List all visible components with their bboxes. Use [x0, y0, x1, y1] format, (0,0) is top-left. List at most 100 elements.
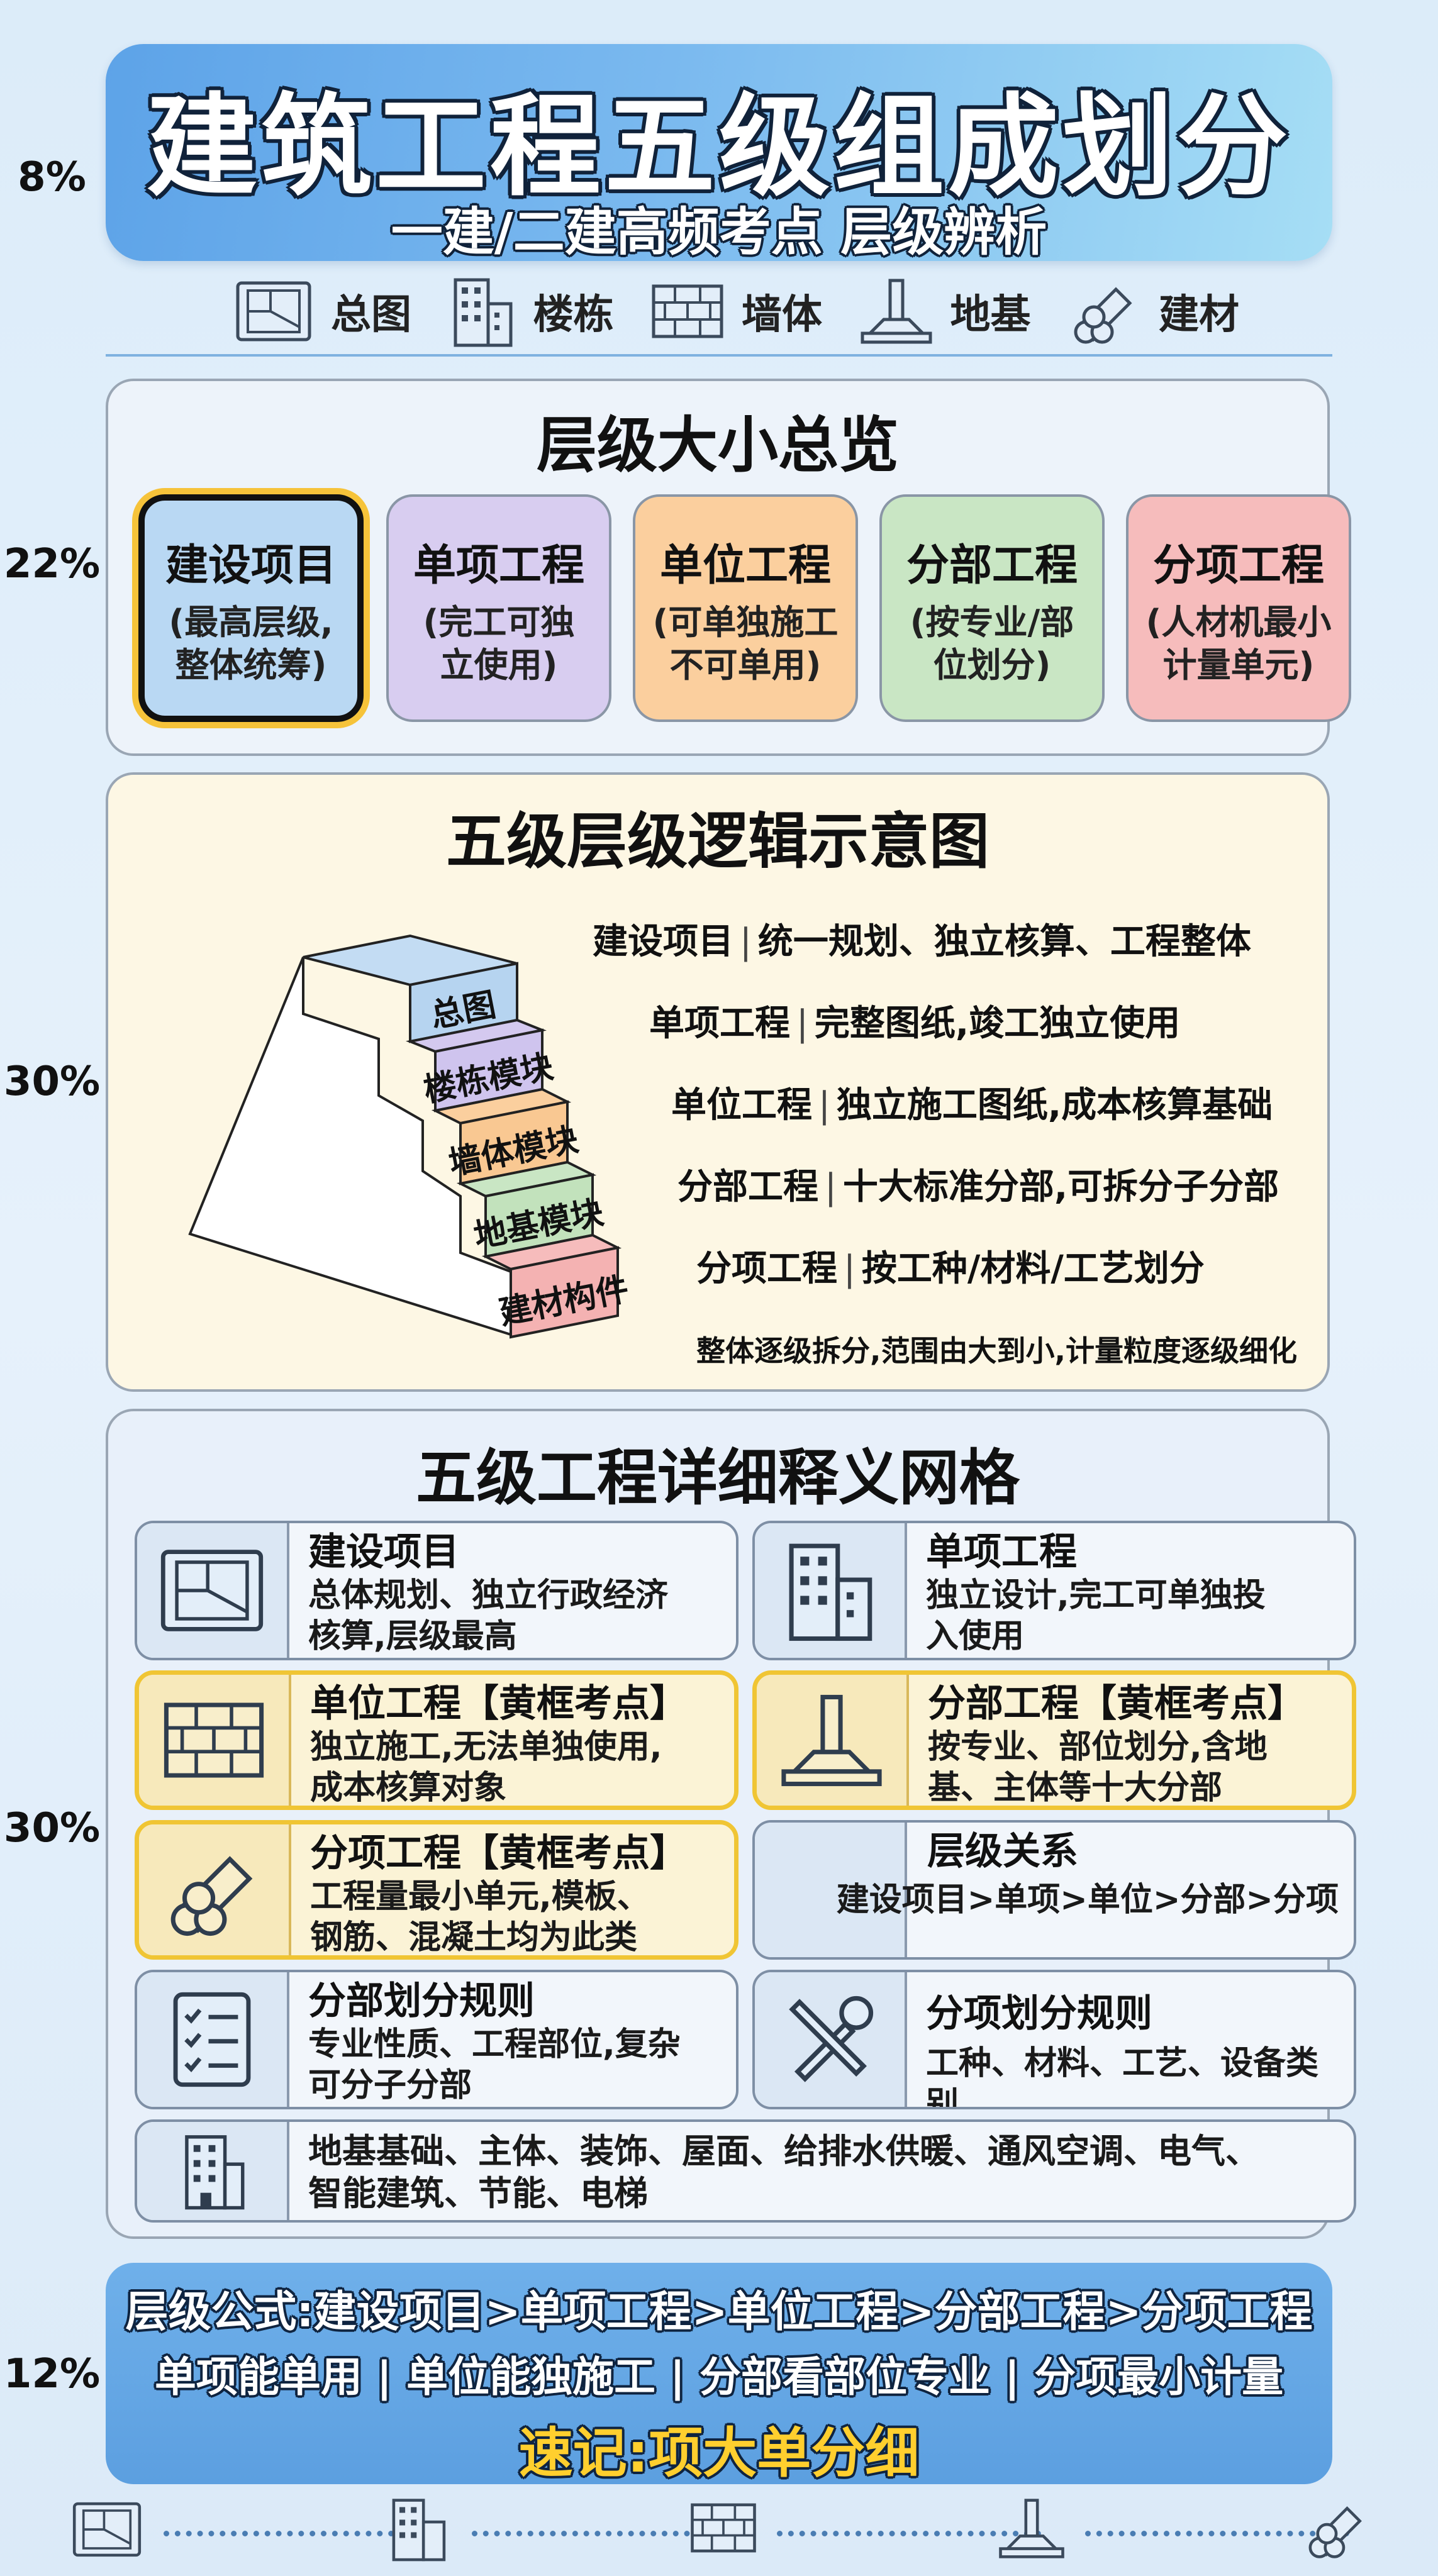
level-desc: (完工可独 — [423, 602, 575, 642]
blueprint-icon — [72, 2502, 142, 2557]
page-subtitle: 一建/二建高频考点 层级辨析 — [391, 203, 1047, 262]
logic-row-name: 单项工程 — [649, 1003, 790, 1044]
section-percent-overview: 22% — [3, 541, 101, 587]
card-desc: 钢筋、混凝土均为此类 — [310, 1918, 638, 1957]
dotted-connector — [1085, 2531, 1349, 2536]
level-card-subitem: 分项工程 (人材机最小 计量单元) — [1126, 494, 1351, 722]
staircase-diagram: 总图 楼栋模块 墙体模块 地基模块 建材构件 — [188, 934, 632, 1339]
logic-row-desc: 十大标准分部,可拆分子分部 — [842, 1167, 1279, 1208]
card-desc: 智能建筑、节能、电梯 — [308, 2173, 648, 2213]
category-label: 总图 — [331, 292, 411, 338]
rebar-bundle-icon — [1308, 2506, 1362, 2558]
card-desc: 专业性质、工程部位,复杂 — [308, 2026, 681, 2064]
logic-row-unit: 单位工程|独立施工图纸,成本核算基础 — [671, 1077, 1273, 1128]
card-title: 分项划分规则 — [926, 1992, 1152, 2036]
title-banner: 建筑工程五级组成划分 一建/二建高频考点 层级辨析 — [106, 44, 1332, 262]
level-desc: (按专业/部 — [910, 602, 1074, 642]
logic-row-name: 分部工程 — [677, 1167, 818, 1208]
logic-row-name: 分项工程 — [696, 1248, 837, 1289]
level-card-unit: 单位工程 (可单独施工 不可单用) — [633, 494, 858, 722]
level-card-single: 单项工程 (完工可独 立使用) — [386, 494, 611, 722]
rebar-bundle-icon — [1074, 287, 1132, 344]
card-title: 单项工程 — [926, 1530, 1077, 1574]
category-label: 墙体 — [742, 292, 822, 338]
section-percent-header: 8% — [18, 154, 86, 201]
card-desc: 地基基础、主体、装饰、屋面、给排水供暖、通风空调、电气、 — [308, 2131, 1259, 2171]
card-title: 单位工程【黄框考点】 — [310, 1682, 688, 1726]
card-icon-box — [755, 1823, 907, 1957]
card-title: 分项工程【黄框考点】 — [310, 1831, 688, 1875]
dotted-connector — [164, 2531, 428, 2536]
blueprint-icon — [160, 1550, 264, 1631]
building-icon — [392, 2499, 446, 2562]
logic-separator: | — [844, 1248, 856, 1289]
detail-card-hierarchy: 层级关系 建设项目>单项>单位>分部>分项 — [752, 1820, 1356, 1960]
card-desc: 可分子分部 — [308, 2066, 472, 2104]
card-icon-box — [139, 1824, 291, 1955]
detail-card-division-rules: 分部划分规则 专业性质、工程部位,复杂 可分子分部 — [135, 1970, 739, 2109]
logic-row-project: 建设项目|统一规划、独立核算、工程整体 — [593, 913, 1251, 964]
card-title: 层级关系 — [927, 1829, 1078, 1874]
logic-separator: | — [796, 1003, 808, 1044]
level-desc: 不可单用) — [669, 645, 822, 685]
dotted-connector — [472, 2531, 723, 2536]
level-desc: (人材机最小 — [1145, 602, 1332, 642]
card-icon-box — [137, 1523, 289, 1658]
card-title: 建设项目 — [308, 1530, 459, 1574]
overview-title: 层级大小总览 — [537, 410, 899, 480]
brick-wall-icon — [691, 2503, 756, 2553]
logic-row-desc: 独立施工图纸,成本核算基础 — [836, 1085, 1273, 1126]
level-name: 单位工程 — [659, 541, 831, 591]
category-materials: 建材 — [1067, 277, 1239, 346]
detail-card-subitem: 分项工程【黄框考点】 工程量最小单元,模板、 钢筋、混凝土均为此类 — [135, 1820, 739, 1960]
level-name: 分部工程 — [906, 541, 1078, 591]
card-desc: 核算,层级最高 — [308, 1617, 517, 1655]
formula-text: 层级公式:建设项目>单项工程>单位工程>分部工程>分项工程 — [125, 2287, 1313, 2337]
logic-row-subitem: 分项工程|按工种/材料/工艺划分 — [696, 1240, 1205, 1291]
logic-row-desc: 按工种/材料/工艺划分 — [861, 1248, 1205, 1289]
category-blueprint: 总图 — [233, 277, 411, 346]
mnemonic-text: 速记:项大单分细 — [518, 2422, 920, 2485]
level-desc: (最高层级, — [169, 602, 333, 642]
category-label: 楼栋 — [533, 292, 614, 338]
card-desc: 总体规划、独立行政经济 — [308, 1577, 669, 1615]
detail-card-division: 分部工程【黄框考点】 按专业、部位划分,含地 基、主体等十大分部 — [752, 1670, 1356, 1810]
category-building: 楼栋 — [448, 274, 614, 349]
office-building-icon — [185, 2135, 245, 2210]
detail-card-project: 建设项目 总体规划、独立行政经济 核算,层级最高 — [135, 1521, 739, 1660]
detail-card-divisions-list: 地基基础、主体、装饰、屋面、给排水供暖、通风空调、电气、 智能建筑、节能、电梯 — [135, 2119, 1356, 2223]
level-desc: (可单独施工 — [652, 602, 839, 642]
logic-separator: | — [740, 921, 752, 962]
level-desc: 位划分) — [933, 645, 1051, 685]
section-percent-footer: 12% — [3, 2351, 101, 2397]
detail-card-single: 单项工程 独立设计,完工可单独投 入使用 — [752, 1521, 1356, 1660]
level-card-division: 分部工程 (按专业/部 位划分) — [879, 494, 1105, 722]
brick-wall-icon — [652, 284, 723, 338]
level-name: 建设项目 — [165, 541, 337, 591]
category-label: 建材 — [1159, 292, 1239, 338]
logic-row-desc: 统一规划、独立核算、工程整体 — [757, 921, 1251, 962]
rebar-bundle-icon — [170, 1855, 253, 1936]
building-icon — [454, 278, 512, 347]
level-card-project: 建设项目 (最高层级, 整体统筹) — [138, 494, 364, 722]
card-icon-box — [137, 1972, 289, 2107]
level-desc: 计量单元) — [1162, 645, 1315, 685]
logic-row-single: 单项工程|完整图纸,竣工独立使用 — [649, 995, 1180, 1046]
logic-panel: 五级层级逻辑示意图 总图 楼栋模块 墙体模块 地基模块 建材构件 建设项目|统一… — [106, 772, 1330, 1392]
card-desc: 入使用 — [926, 1617, 1025, 1655]
bottom-icon-row — [69, 2498, 1378, 2567]
section-percent-logic: 30% — [3, 1058, 101, 1105]
card-desc: 工程量最小单元,模板、 — [310, 1878, 650, 1916]
card-title: 分部划分规则 — [308, 1979, 535, 2023]
category-foundation: 地基 — [859, 277, 1031, 346]
card-icon-box — [139, 1675, 291, 1806]
building-icon — [789, 1543, 872, 1641]
tools-icon — [789, 1996, 874, 2082]
card-desc: 基、主体等十大分部 — [928, 1768, 1223, 1807]
foundation-pile-icon — [861, 279, 932, 344]
category-wall: 墙体 — [650, 280, 822, 343]
logic-row-name: 单位工程 — [671, 1085, 812, 1126]
card-title: 分部工程【黄框考点】 — [928, 1682, 1305, 1726]
dotted-connector — [777, 2531, 1041, 2536]
section-percent-grid: 30% — [3, 1805, 101, 1852]
